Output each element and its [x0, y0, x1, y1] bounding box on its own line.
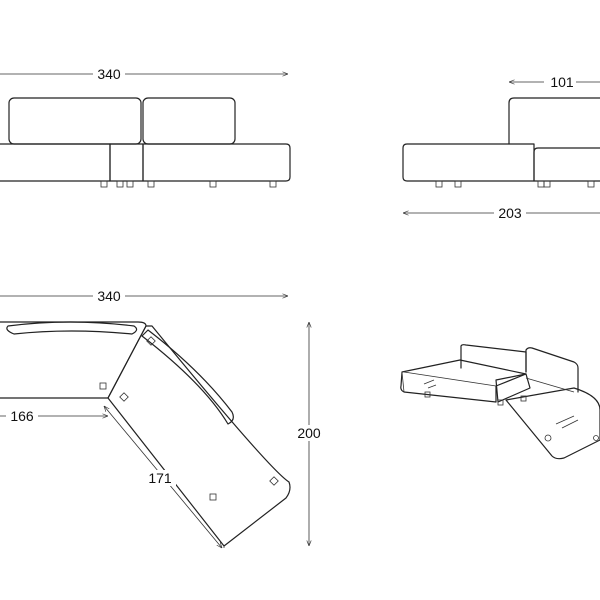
front-view: 340 — [0, 66, 291, 188]
front-seat-middle — [109, 143, 144, 182]
side-depth-label: 203 — [498, 205, 522, 221]
perspective-backrest-left — [460, 344, 527, 373]
top-width-label: 340 — [97, 288, 121, 304]
top-left-backrest — [6, 321, 138, 335]
top-angled-section — [107, 325, 291, 547]
top-left-section-label: 166 — [10, 408, 34, 424]
front-width-label: 340 — [97, 66, 121, 82]
perspective-backrest-right — [525, 347, 579, 393]
top-depth-label: 200 — [297, 425, 321, 441]
perspective-seat-middle — [495, 373, 531, 403]
top-angled-section-label: 171 — [148, 470, 172, 486]
side-backrest-label: 101 — [550, 74, 574, 90]
perspective-feet — [424, 391, 599, 442]
top-view: 340 166 171 200 — [0, 288, 324, 548]
top-angled-backrest — [141, 329, 234, 425]
front-backrest-right — [142, 97, 236, 145]
front-feet — [100, 180, 277, 188]
perspective-view — [400, 344, 600, 460]
side-seat-left — [402, 143, 535, 182]
front-seat-right — [142, 143, 291, 182]
perspective-seat-angled — [505, 387, 600, 460]
side-seat-right — [533, 147, 600, 182]
front-seat-left — [0, 143, 111, 182]
front-backrest-left — [8, 97, 142, 145]
side-feet — [435, 180, 595, 188]
side-view: 101 203 — [402, 74, 600, 221]
perspective-seat-left — [400, 359, 527, 403]
side-backrest — [508, 97, 600, 145]
